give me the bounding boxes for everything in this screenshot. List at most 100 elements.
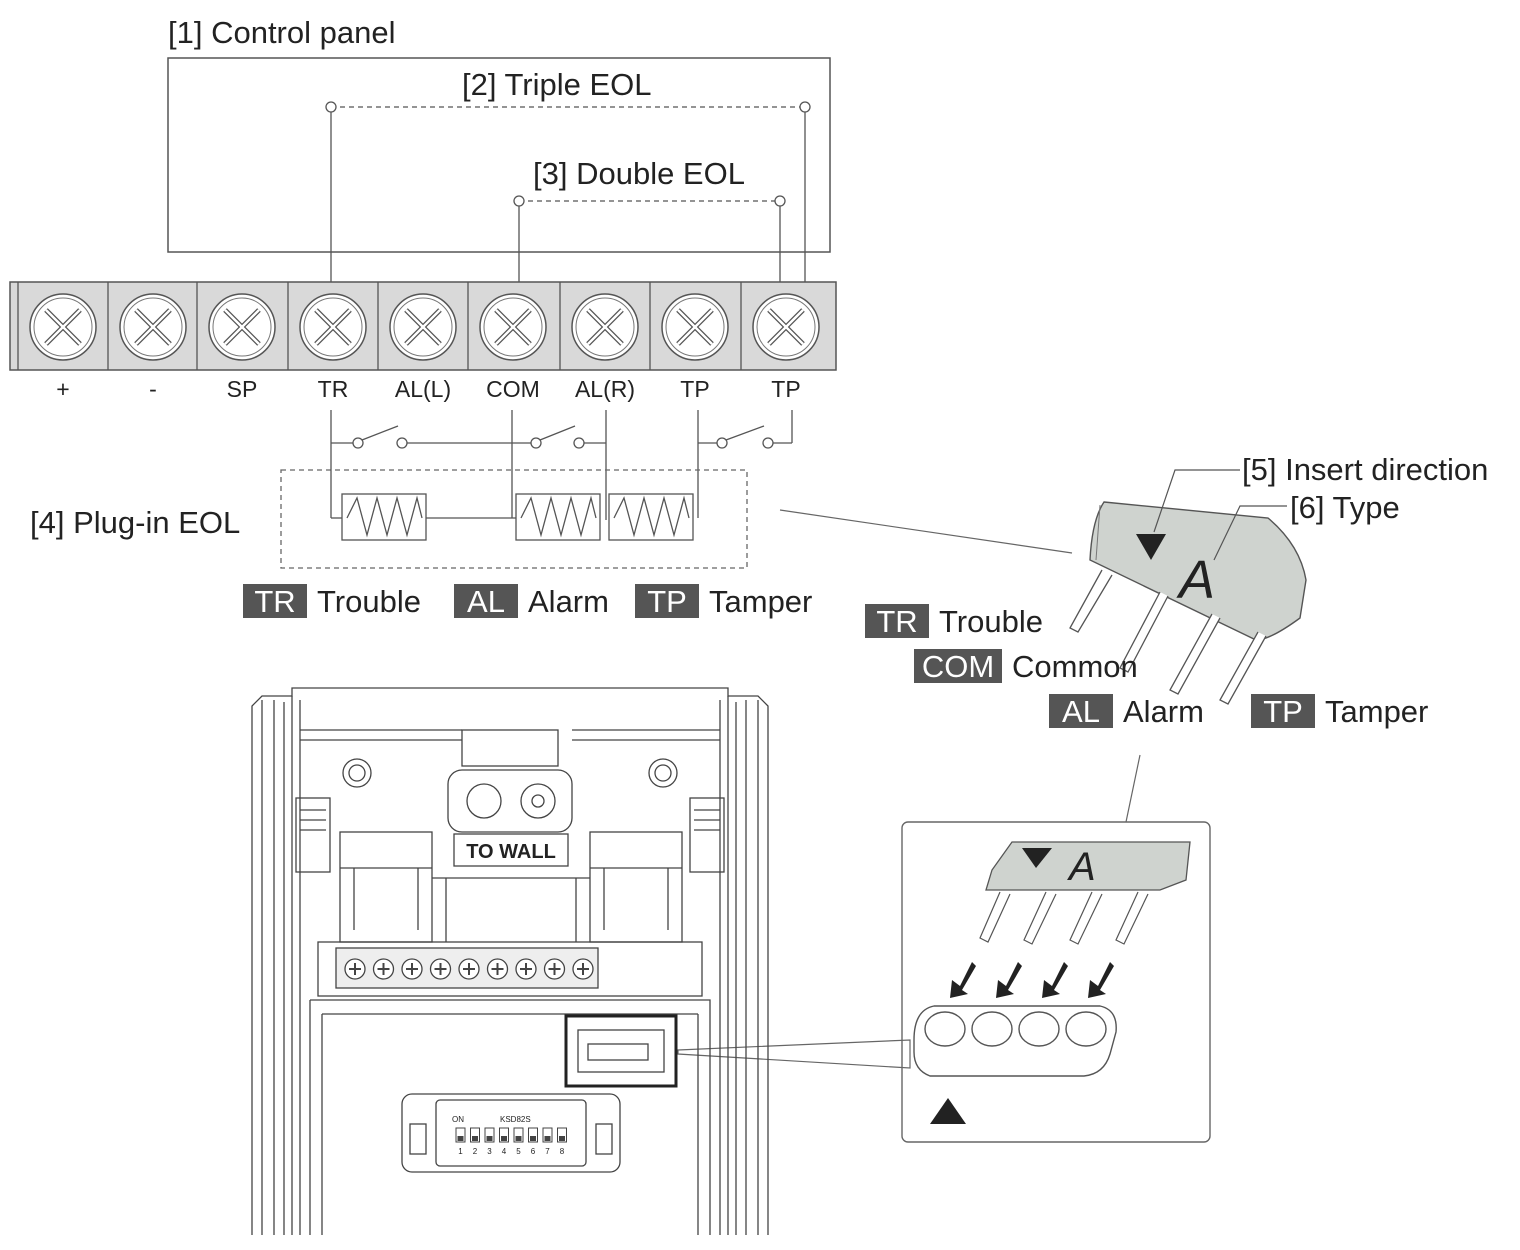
dip-number: 1 [458, 1147, 463, 1156]
legend-tag: COM [922, 649, 994, 684]
terminal-label: TR [318, 376, 349, 402]
legend-tag-box [914, 649, 1002, 683]
double-eol-label: [3] Double EOL [533, 156, 745, 191]
dip-switch: 3 [484, 1127, 495, 1156]
terminal-screw-2 [107, 282, 187, 370]
legend-item: TP Tamper [1251, 694, 1428, 729]
legend-tag-box [1049, 694, 1113, 728]
terminal-label: TP [680, 376, 709, 402]
legend-tag: TR [254, 584, 295, 619]
dip-number: 4 [502, 1147, 507, 1156]
legend-tag: TR [876, 604, 917, 639]
triple-eol-wiring [325, 101, 811, 298]
device-screw [429, 958, 452, 980]
device-screw [543, 958, 566, 980]
inset-type-letter: A [1067, 845, 1096, 889]
switch-contacts [330, 410, 793, 520]
terminal-label: + [56, 376, 69, 402]
legend-tag-box [1251, 694, 1315, 728]
dip-number: 2 [473, 1147, 478, 1156]
leader-line-to-module [779, 509, 1073, 554]
legend-tag-box [243, 584, 307, 618]
dip-switch: 5 [513, 1127, 524, 1156]
leader-line-to-inset [1125, 754, 1141, 823]
dip-number: 5 [516, 1147, 521, 1156]
terminal-block-screws [344, 958, 594, 980]
terminal-screw-4 [287, 282, 367, 370]
dip-switch: 7 [542, 1127, 553, 1156]
terminal-screw-1 [17, 282, 97, 370]
socket-leader [677, 1039, 911, 1069]
device-screw [572, 958, 594, 980]
dip-model-label: KSD82S [500, 1115, 531, 1124]
legend-text: Trouble [939, 604, 1043, 639]
control-panel-label: [1] Control panel [168, 15, 395, 50]
plugin-eol-label: [4] Plug-in EOL [30, 505, 240, 540]
terminal-label: - [149, 376, 157, 402]
terminal-label: AL(R) [575, 376, 635, 402]
legend-item: AL Alarm [454, 584, 609, 619]
terminal-label: TP [771, 376, 800, 402]
device-screw [344, 958, 366, 980]
legend-tag: AL [467, 584, 505, 619]
legend-tag: TP [647, 584, 687, 619]
insert-arrows-icon [950, 962, 1114, 998]
legend-text: Tamper [1325, 694, 1428, 729]
legend-text: Trouble [317, 584, 421, 619]
legend-tag-box [635, 584, 699, 618]
terminal-label: SP [227, 376, 258, 402]
dip-switch: 8 [557, 1127, 567, 1156]
triple-eol-label: [2] Triple EOL [462, 67, 652, 102]
eol-resistors [330, 443, 694, 541]
legend-item: TR Trouble [243, 584, 421, 619]
insert-direction-arrow-icon [1136, 534, 1166, 560]
control-panel-box [167, 57, 831, 253]
terminal-screw-7 [559, 282, 639, 370]
terminal-screw-8 [649, 282, 729, 370]
legend-text: Tamper [709, 584, 812, 619]
eol-module: A [1069, 501, 1307, 705]
terminal-screw-3 [196, 282, 276, 370]
legend-item: TR Trouble [865, 604, 1043, 639]
detector-device: TO WALL ON K [251, 687, 769, 1235]
legend-item: AL Alarm [1049, 694, 1204, 729]
dip-number: 8 [560, 1147, 565, 1156]
type-leader [1213, 505, 1287, 561]
dip-switch: 4 [499, 1127, 509, 1156]
dip-on-label: ON [452, 1115, 464, 1124]
dip-number: 3 [487, 1147, 492, 1156]
legend-text: Alarm [1123, 694, 1204, 729]
terminal-label: COM [486, 376, 540, 402]
plugin-eol-box [280, 469, 748, 569]
dip-number: 7 [545, 1147, 550, 1156]
device-screw [401, 958, 423, 980]
legend-tag-box [865, 604, 929, 638]
module-type-letter: A [1176, 550, 1215, 610]
insert-direction-leader [1153, 469, 1240, 533]
legend-tag: AL [1062, 694, 1100, 729]
legend-tag: TP [1263, 694, 1303, 729]
dip-switch: 6 [528, 1127, 538, 1156]
terminal-screws [17, 282, 820, 370]
socket-marker-icon [930, 1098, 966, 1124]
dip-number: 6 [531, 1147, 536, 1156]
device-screw [372, 958, 395, 980]
legend-item: TP Tamper [635, 584, 812, 619]
terminal-screw-5 [377, 282, 457, 370]
legend-text: Common [1012, 649, 1138, 684]
terminal-screw-9 [740, 282, 820, 370]
device-screw [486, 958, 509, 980]
device-screw [515, 958, 537, 980]
to-wall-label: TO WALL [466, 841, 556, 863]
legend-text: Alarm [528, 584, 609, 619]
terminal-screw-6 [467, 282, 547, 370]
dip-switch: 2 [470, 1127, 480, 1156]
device-screw [458, 958, 480, 980]
insert-direction-label: [5] Insert direction [1242, 452, 1488, 487]
legend-tag-box [454, 584, 518, 618]
legend-main: TR Trouble AL Alarm TP Tamper [243, 584, 812, 619]
